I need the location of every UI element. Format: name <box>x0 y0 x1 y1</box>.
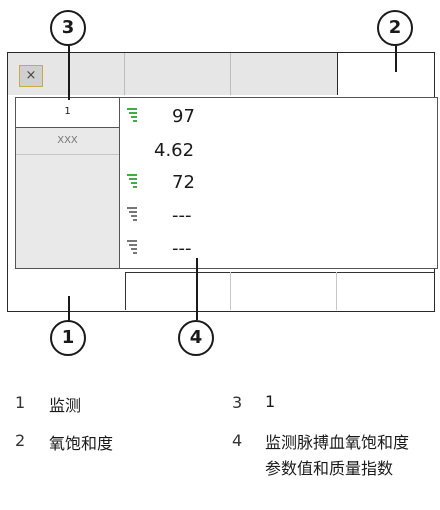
legend-number: 4 <box>232 431 243 450</box>
legend-text: 氧饱和度 <box>49 434 114 453</box>
leader-line-4 <box>196 258 198 320</box>
left-column <box>16 127 119 268</box>
close-button[interactable]: × <box>19 65 43 87</box>
tab-divider <box>337 53 338 95</box>
pulse-rate-value: 72 <box>172 172 195 193</box>
bottom-divider <box>336 272 337 310</box>
bottom-divider <box>230 272 231 310</box>
active-tab[interactable]: 1 <box>15 97 120 128</box>
menu-item-xxx[interactable]: XXX <box>16 128 119 155</box>
top-tab-bar <box>8 53 337 95</box>
legend-number: 1 <box>15 393 26 412</box>
legend-number: 2 <box>15 431 26 450</box>
legend-text: 1 <box>265 392 276 411</box>
tab-divider <box>230 53 231 95</box>
leader-line-1 <box>68 296 70 322</box>
signal-quality-icon <box>127 108 137 124</box>
callout-1: 1 <box>50 320 86 356</box>
signal-quality-icon <box>127 240 137 256</box>
signal-quality-icon <box>127 207 137 223</box>
legend-text: 监测脉搏血氧饱和度参数值和质量指数 <box>265 433 410 478</box>
spo2-value: 97 <box>172 106 195 127</box>
callout-2: 2 <box>377 10 413 46</box>
tab-divider <box>124 53 125 95</box>
leader-line-3 <box>68 44 70 100</box>
leader-line-2 <box>395 44 397 72</box>
legend-number: 3 <box>232 393 243 412</box>
param-value-empty: --- <box>172 205 192 226</box>
bottom-bar <box>125 272 435 310</box>
pi-value: 4.62 <box>154 140 195 161</box>
column-divider <box>119 128 120 269</box>
callout-3: 3 <box>50 10 86 46</box>
legend-text: 监测 <box>49 396 82 415</box>
param-value-empty: --- <box>172 238 192 259</box>
signal-quality-icon <box>127 174 137 190</box>
callout-4: 4 <box>178 320 214 356</box>
